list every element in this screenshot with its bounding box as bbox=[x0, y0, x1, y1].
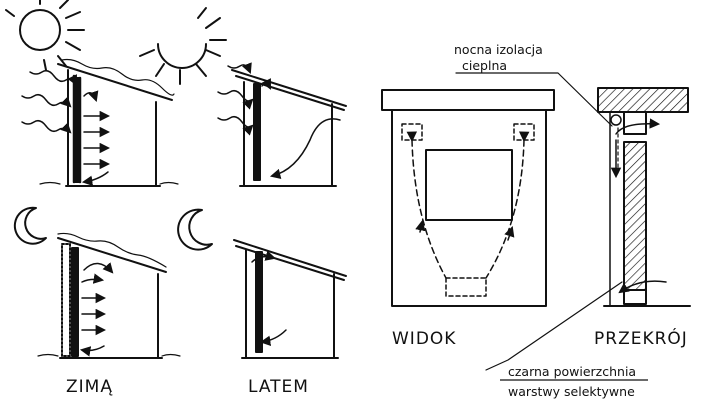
wall-section bbox=[597, 87, 691, 307]
label-winter: ZIMĄ bbox=[66, 377, 113, 397]
winter-day-house bbox=[5, 0, 179, 187]
sun-icon bbox=[5, 0, 85, 71]
label-summer: LATEM bbox=[248, 377, 309, 397]
leader-black-surface bbox=[485, 281, 623, 371]
moon-icon bbox=[13, 206, 47, 245]
label-night-insulation-2: cieplna bbox=[462, 58, 507, 73]
label-black-surface-1: czarna powierzchnia bbox=[508, 364, 636, 379]
summer-night-house bbox=[177, 208, 347, 359]
winter-night-house bbox=[13, 206, 181, 359]
summer-day-house bbox=[139, 7, 347, 187]
label-night-insulation-1: nocna izolacja bbox=[454, 42, 543, 57]
label-section: PRZEKRÓJ bbox=[594, 327, 688, 349]
sun-icon bbox=[139, 7, 227, 85]
moon-icon bbox=[177, 208, 213, 251]
label-view: WIDOK bbox=[392, 329, 456, 349]
leader-night-insulation bbox=[455, 72, 613, 127]
wall-view bbox=[381, 89, 555, 307]
label-black-surface-2: warstwy selektywne bbox=[508, 384, 635, 399]
